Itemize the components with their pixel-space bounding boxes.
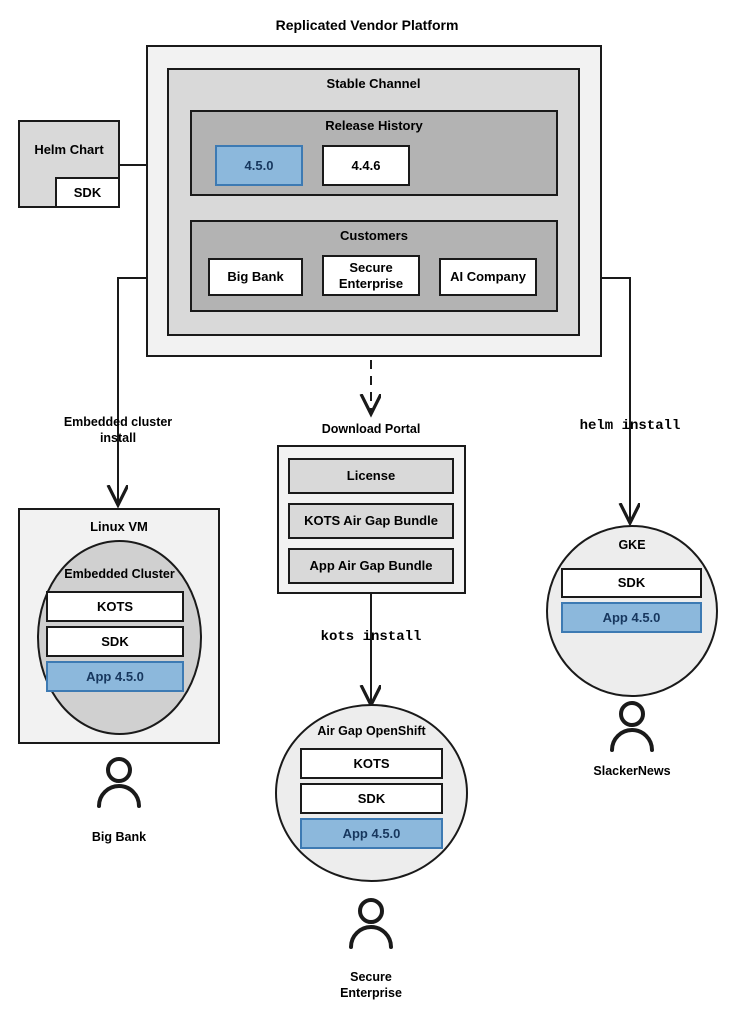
- release-card-450[interactable]: 4.5.0: [215, 145, 303, 186]
- linux-vm-title: Linux VM: [90, 519, 148, 534]
- actor-icon-secure-enterprise: [349, 898, 393, 949]
- openshift-component-sdk[interactable]: SDK: [300, 783, 443, 814]
- openshift-component-app[interactable]: App 4.5.0: [300, 818, 443, 849]
- customer-card-secure-enterprise[interactable]: Secure Enterprise: [322, 255, 420, 296]
- customer-name-label: Secure Enterprise: [338, 259, 404, 291]
- portal-artifact-kots-air-gap-bundle[interactable]: KOTS Air Gap Bundle: [288, 503, 454, 539]
- component-label: KOTS: [96, 598, 134, 614]
- component-label: App 4.5.0: [342, 825, 401, 841]
- linux-vm-component-app[interactable]: App 4.5.0: [46, 661, 184, 692]
- component-label: SDK: [357, 790, 386, 806]
- actor-label-big-bank: Big Bank: [91, 830, 147, 844]
- actor-icon-big-bank: [97, 757, 141, 808]
- gke-component-sdk[interactable]: SDK: [561, 568, 702, 598]
- download-portal-title: Download Portal: [321, 422, 421, 436]
- airgap-openshift-title: Air Gap OpenShift: [317, 724, 426, 738]
- stable-channel-title: Stable Channel: [326, 76, 421, 91]
- artifact-label: App Air Gap Bundle: [309, 558, 433, 574]
- page-title: Replicated Vendor Platform: [275, 17, 459, 33]
- embedded-cluster-title: Embedded Cluster: [64, 567, 175, 581]
- artifact-label: KOTS Air Gap Bundle: [304, 513, 438, 529]
- edge-label-helm-install: helm install: [579, 418, 681, 434]
- customer-card-ai-company[interactable]: AI Company: [439, 258, 537, 296]
- linux-vm-component-kots[interactable]: KOTS: [46, 591, 184, 622]
- actor-label-secure-enterprise: Secure Enterprise: [340, 970, 402, 1000]
- component-label: App 4.5.0: [86, 668, 144, 684]
- customer-card-big-bank[interactable]: Big Bank: [208, 258, 303, 296]
- helm-chart-label: Helm Chart: [34, 142, 104, 158]
- edge-label-kots-install: kots install: [320, 629, 422, 645]
- component-label: SDK: [617, 575, 646, 591]
- release-version-label: 4.4.6: [351, 157, 381, 173]
- component-label: SDK: [101, 633, 129, 649]
- portal-artifact-license[interactable]: License: [288, 458, 454, 494]
- linux-vm-component-sdk[interactable]: SDK: [46, 626, 184, 657]
- actor-label-slackernews: SlackerNews: [593, 764, 671, 778]
- release-card-446[interactable]: 4.4.6: [322, 145, 410, 186]
- component-label: KOTS: [353, 755, 390, 771]
- release-version-label: 4.5.0: [244, 157, 274, 173]
- gke-component-app[interactable]: App 4.5.0: [561, 602, 702, 633]
- helm-chart-sdk-box[interactable]: SDK: [55, 177, 120, 208]
- actor-icon-slackernews: [610, 701, 654, 752]
- openshift-component-kots[interactable]: KOTS: [300, 748, 443, 779]
- portal-artifact-app-air-gap-bundle[interactable]: App Air Gap Bundle: [288, 548, 454, 584]
- gke-title: GKE: [618, 538, 646, 552]
- artifact-label: License: [346, 468, 396, 484]
- customer-name-label: Big Bank: [227, 269, 284, 285]
- sdk-label: SDK: [73, 184, 102, 200]
- release-history-title: Release History: [325, 118, 423, 133]
- edge-label-embedded-cluster-install: Embedded cluster install: [63, 415, 173, 445]
- customer-name-label: AI Company: [450, 269, 526, 285]
- component-label: App 4.5.0: [602, 609, 661, 625]
- customers-title: Customers: [340, 228, 408, 243]
